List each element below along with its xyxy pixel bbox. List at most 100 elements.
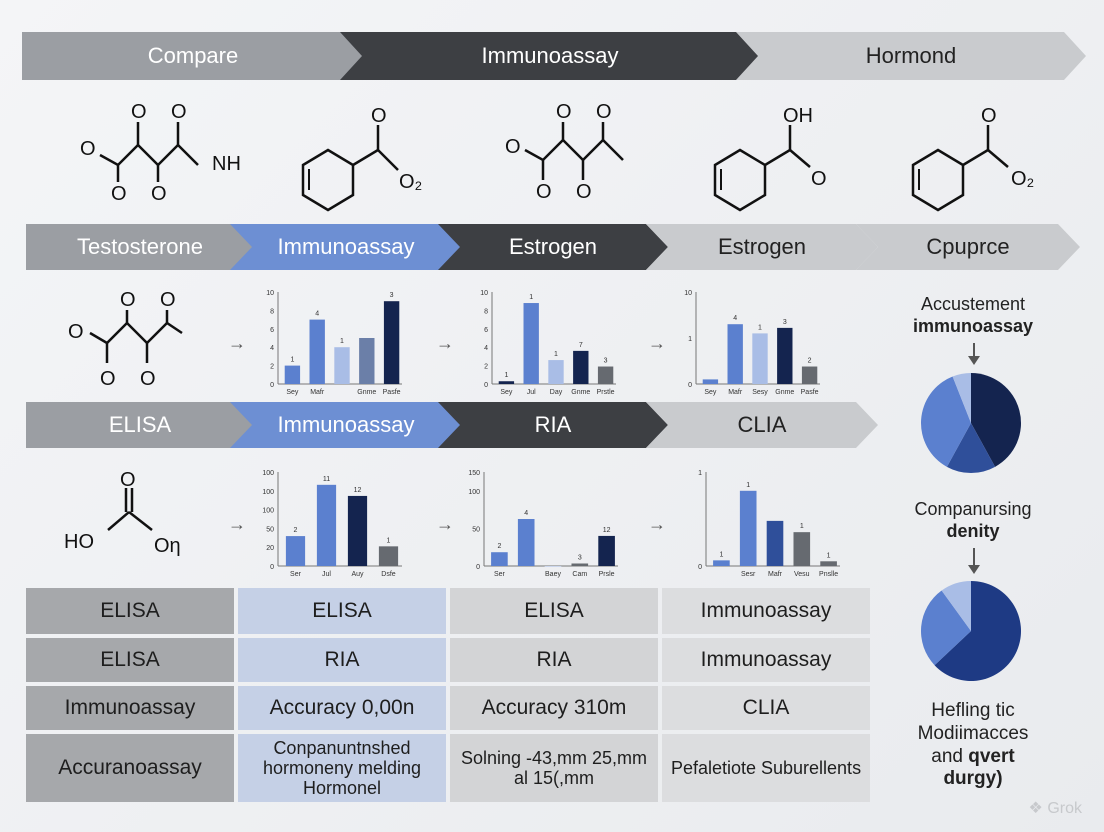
- side-line: and: [931, 745, 963, 767]
- svg-text:O: O: [505, 136, 521, 158]
- banner-label: Hormond: [865, 43, 957, 68]
- svg-text:HO: HO: [64, 531, 94, 553]
- svg-text:O: O: [120, 289, 136, 311]
- svg-text:O: O: [68, 321, 84, 343]
- x-tick-label: Gnme: [357, 389, 376, 396]
- arrow-right-icon: →: [436, 514, 454, 534]
- arrow-right-icon: →: [228, 514, 246, 534]
- banner-cpuprce: Cpuprce: [856, 224, 1080, 270]
- arrow-right-icon: →: [648, 333, 666, 353]
- svg-text:O: O: [100, 368, 116, 390]
- pie-slice: [921, 590, 971, 666]
- svg-text:OH: OH: [783, 105, 813, 127]
- y-tick-label: 10: [480, 290, 488, 297]
- y-tick-label: 0: [270, 564, 274, 571]
- y-tick-label: 0: [484, 382, 488, 389]
- bar: [598, 535, 615, 566]
- svg-text:NH: NH: [212, 153, 241, 175]
- arrow-right-icon: →: [648, 514, 666, 534]
- data-label: 1: [827, 552, 831, 559]
- data-label: 2: [808, 358, 812, 365]
- side-line: Modiimacces: [917, 722, 1029, 744]
- data-label: 1: [387, 537, 391, 544]
- molecule-7: O HO Oη: [64, 470, 181, 557]
- pie-chart-1: [921, 373, 1021, 473]
- side-line: Companursing: [914, 499, 1032, 519]
- y-tick-label: 20: [266, 545, 274, 552]
- molecule-5: O O₂: [911, 105, 1034, 212]
- bar: [359, 338, 375, 384]
- banner-label: Immunoassay: [481, 43, 619, 68]
- x-tick-label: Mafr: [310, 389, 325, 396]
- bar: [597, 366, 614, 384]
- table-cell: Accuranoassay: [26, 734, 234, 802]
- svg-text:O: O: [171, 101, 187, 123]
- banner-clia: CLIA: [646, 402, 878, 448]
- watermark-text: Grok: [1047, 800, 1082, 817]
- data-label: 2: [497, 543, 501, 550]
- y-tick-label: 100: [262, 470, 274, 477]
- table-cell: Immunoassay: [26, 686, 234, 730]
- bar: [573, 350, 589, 384]
- pie-slice: [971, 373, 1021, 467]
- table-cell: Immunoassay: [662, 638, 870, 682]
- svg-text:O: O: [160, 289, 176, 311]
- molecule-6: O O O O O: [68, 289, 183, 390]
- molecule-1: O O O NH O O: [80, 101, 241, 205]
- bar: [548, 360, 564, 384]
- pie-chart-2: [921, 581, 1021, 681]
- banner-label: Cpuprce: [926, 234, 1010, 259]
- banner-label: CLIA: [737, 412, 787, 437]
- svg-text:O: O: [536, 181, 552, 203]
- y-tick-label: 50: [266, 526, 274, 533]
- svg-text:O: O: [111, 183, 127, 205]
- side-label-3: Hefling tic Modiimacces and qvert durgy): [898, 700, 1048, 791]
- molecule-4: OH O: [713, 105, 827, 212]
- table-cell: Immunoassay: [662, 588, 870, 634]
- side-line-bold: immunoassay: [912, 315, 1034, 336]
- table-cell: ELISA: [238, 588, 446, 634]
- bar: [491, 552, 508, 566]
- data-label: 1: [290, 357, 294, 364]
- pie-slice: [941, 581, 971, 631]
- bar: [383, 301, 400, 384]
- y-tick-label: 10: [684, 290, 692, 297]
- bar: [498, 381, 515, 384]
- svg-text:O: O: [120, 470, 136, 491]
- svg-text:O₂: O₂: [399, 171, 422, 193]
- x-tick-label: Sey: [704, 389, 717, 396]
- x-tick-label: Pnslle: [819, 571, 838, 578]
- data-label: 1: [758, 324, 762, 331]
- x-tick-label: Sesr: [741, 571, 756, 578]
- y-tick-label: 0: [698, 564, 702, 571]
- svg-text:O: O: [151, 183, 167, 205]
- y-tick-label: 2: [270, 364, 274, 371]
- svg-text:O: O: [371, 105, 387, 127]
- y-tick-label: 8: [484, 308, 488, 315]
- down-arrow-icon: [968, 548, 980, 574]
- y-tick-label: 8: [270, 308, 274, 315]
- svg-text:O: O: [140, 368, 156, 390]
- x-tick-label: Jul: [527, 389, 536, 396]
- x-tick-label: Auy: [351, 571, 364, 578]
- banner-immunoassay-3: Immunoassay: [230, 402, 462, 448]
- banner-compare: Compare: [22, 32, 364, 80]
- table-cell: Solning -43,mm 25,mm al 15(,mm: [450, 734, 658, 802]
- bar: [285, 536, 306, 566]
- x-tick-label: Ser: [494, 571, 506, 578]
- y-tick-label: 2: [484, 364, 488, 371]
- y-tick-label: 6: [270, 327, 274, 334]
- data-label: 1: [340, 338, 344, 345]
- banner-label: Testosterone: [77, 234, 203, 259]
- pie-slice: [934, 581, 1021, 681]
- svg-text:O: O: [556, 101, 572, 123]
- arrow-right-icon: →: [436, 333, 454, 353]
- svg-text:O: O: [811, 168, 827, 190]
- side-line: Accustement: [920, 294, 1026, 314]
- data-label: 12: [354, 487, 362, 494]
- bar: [820, 561, 837, 566]
